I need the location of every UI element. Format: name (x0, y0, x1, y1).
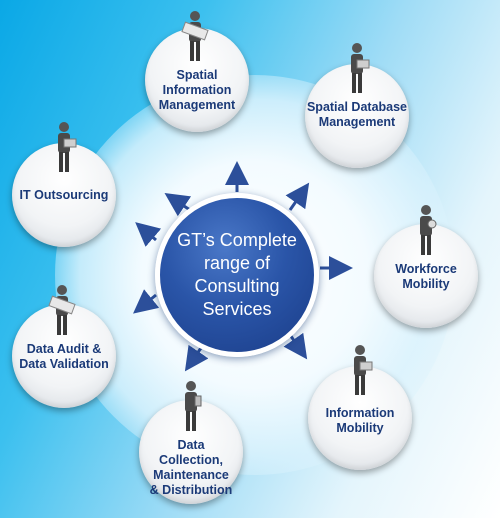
service-information-mobility[interactable]: Information Mobility (308, 345, 412, 470)
person-with-laptop-icon (351, 43, 370, 93)
person-with-laptop-icon (58, 122, 77, 172)
central-hub: GT’s Complete range of Consulting Servic… (155, 193, 319, 357)
person-with-magnifier-icon (420, 205, 437, 255)
service-label: Workforce Mobility (395, 262, 457, 291)
person-with-laptop-icon (354, 345, 373, 395)
service-data-audit[interactable]: Data Audit & Data Validation (12, 285, 116, 408)
arrow-up-left (164, 193, 192, 217)
person-with-map-icon (181, 11, 209, 61)
service-label: Spatial Information Management (158, 68, 236, 112)
person-with-map-icon (48, 285, 76, 335)
service-label: Data Audit & Data Validation (19, 342, 109, 371)
service-data-collection[interactable]: Data Collection, Maintenance & Distribut… (139, 381, 243, 504)
service-it-outsourcing[interactable]: IT Outsourcing (12, 122, 116, 247)
person-with-gps-device-icon (185, 381, 202, 431)
service-label: Data Collection, Maintenance & Distribut… (149, 438, 233, 497)
arrow-left-upper (135, 222, 162, 247)
hub-title: GT’s Complete range of Consulting Servic… (177, 230, 297, 319)
arrow-up-right (285, 182, 310, 211)
service-workforce-mobility[interactable]: Workforce Mobility (374, 205, 478, 328)
service-label: Information Mobility (325, 406, 395, 435)
service-label: Spatial Database Management (306, 100, 408, 129)
service-label: IT Outsourcing (19, 188, 109, 202)
service-spatial-information-management[interactable]: Spatial Information Management (145, 11, 249, 132)
service-spatial-database-management[interactable]: Spatial Database Management (305, 43, 409, 168)
arrow-left-lower (133, 289, 160, 314)
